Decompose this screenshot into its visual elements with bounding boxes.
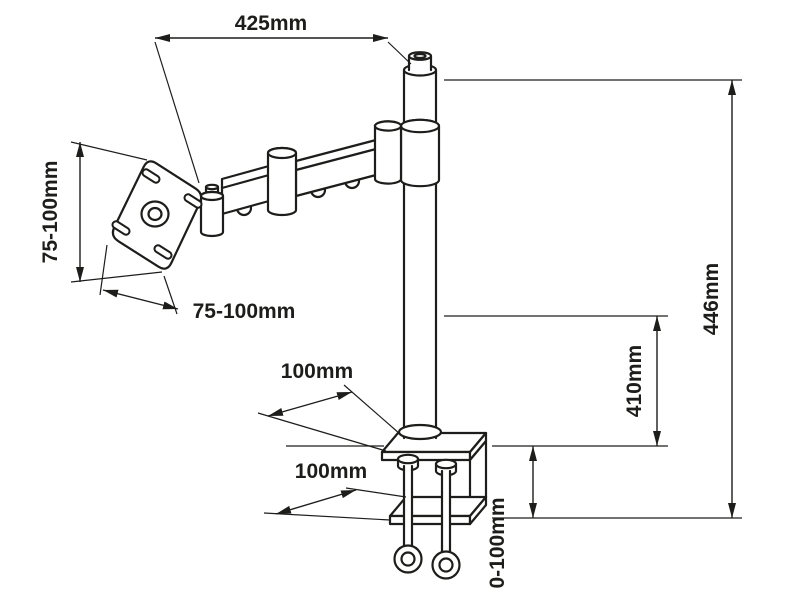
pole-base-collar <box>397 423 443 441</box>
vesa-joint-knob-top <box>204 183 220 191</box>
screw-ring-inner <box>438 557 454 573</box>
arm-joint-elbow-top <box>266 146 298 160</box>
vesa-slot <box>155 246 171 258</box>
screw-ring-inner <box>400 551 416 567</box>
pole-inner-tube <box>407 54 433 72</box>
clamp-screw-left <box>393 453 423 574</box>
dim-label-total-height: 446mm <box>700 263 723 335</box>
vesa-center-hole <box>147 206 163 222</box>
dim-label-clamp-base-depth: 100mm <box>295 460 367 483</box>
dimension-clamp-opening: 0-100mm <box>486 446 537 589</box>
dimension-arm-reach: 425mm <box>154 12 412 184</box>
dim-label-arm-reach: 425mm <box>235 12 307 35</box>
arm-joint-pole-top <box>373 120 403 132</box>
clamp-plate-front <box>380 450 472 462</box>
screw-pad-top <box>396 453 420 465</box>
dim-label-clamp-plate-depth: 100mm <box>281 360 353 383</box>
dim-label-pole-height: 410mm <box>623 345 646 417</box>
desk-clamp-group <box>380 431 488 580</box>
arm-segment-inner <box>294 138 378 198</box>
arm-segment-outer-ridge <box>220 173 271 190</box>
screw-pad-top <box>434 458 458 470</box>
dimension-pole-height: 410mm <box>444 315 668 447</box>
pole-group <box>397 51 443 441</box>
screw-rod <box>402 464 414 548</box>
dimension-total-height: 446mm <box>444 79 742 519</box>
vesa-slot <box>113 222 129 234</box>
dim-label-vesa-vertical: 75-100mm <box>39 161 62 264</box>
clamp-bottom-arm-front <box>388 514 472 526</box>
screw-rod <box>440 469 452 555</box>
dimension-vesa-horizontal: 75-100mm <box>99 244 296 323</box>
arm-pole-sleeve-top <box>399 118 441 134</box>
dimension-clamp-plate-depth: 100mm <box>257 360 401 452</box>
clamp-bottom-arm-side <box>468 495 488 526</box>
dimension-clamp-base-depth: 100mm <box>263 445 407 521</box>
dim-label-clamp-opening: 0-100mm <box>486 497 509 588</box>
pole-inner-tube-hole <box>413 52 427 60</box>
vesa-slot <box>143 170 159 182</box>
vesa-tilt-joint-top <box>199 190 225 202</box>
vesa-plate-group <box>111 160 203 270</box>
clamp-screw-right <box>431 458 461 580</box>
arm-group <box>199 118 441 238</box>
arm-segment-inner-ridge <box>294 147 378 172</box>
vesa-slot <box>185 195 201 207</box>
dim-label-vesa-horizontal: 75-100mm <box>193 300 296 323</box>
arm-segment-outer <box>220 164 271 216</box>
dimension-annotations: 425mm 75-100mm 75-100mm 100mm <box>39 12 742 589</box>
dimension-vesa-vertical: 75-100mm <box>39 141 163 283</box>
